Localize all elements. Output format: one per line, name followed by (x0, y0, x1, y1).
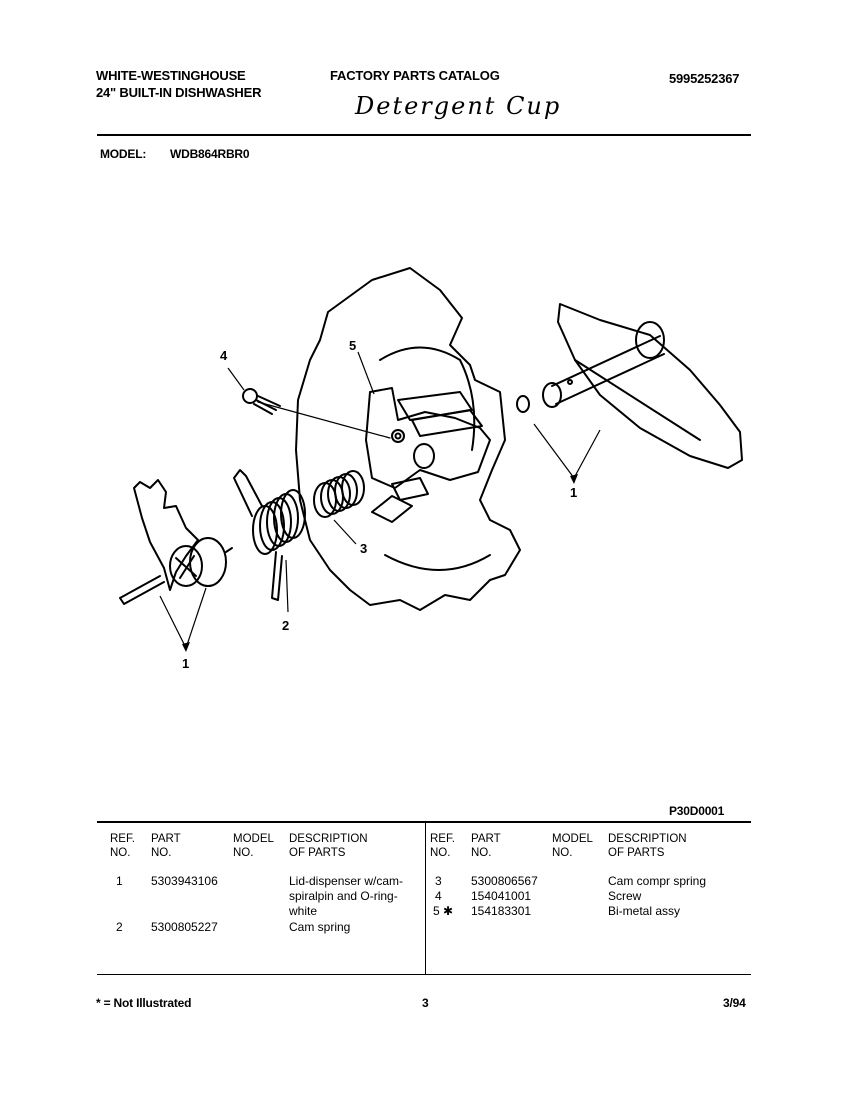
handwritten-title: Detergent Cup (355, 92, 562, 120)
table-row-ref: 1 (116, 874, 123, 888)
table-row-desc: Lid-dispenser w/cam- spiralpin and O-rin… (289, 874, 404, 918)
exploded-parts-diagram: 4 5 1 3 2 1 (119, 267, 743, 671)
brand-name: WHITE-WESTINGHOUSE (96, 68, 246, 83)
header-rule (97, 134, 751, 136)
table-row-ref: 4 (435, 889, 442, 903)
bimetal-assembly (365, 387, 491, 489)
callout-3: 3 (360, 541, 367, 556)
table-bottom-rule (97, 974, 751, 975)
callout-5: 5 (349, 338, 356, 353)
ref-header-left: REF.NO. (110, 833, 135, 859)
table-row-desc: Bi-metal assy (608, 904, 681, 918)
cam-compr-spring (313, 470, 365, 518)
table-row-ref: 5 ✱ (433, 904, 454, 918)
callout-2: 2 (282, 618, 289, 633)
ref-header-right: REF.NO. (430, 833, 455, 859)
table-row-part: 5300805227 (151, 920, 218, 934)
not-illustrated-legend: * = Not Illustrated (96, 996, 192, 1010)
product-name: 24" BUILT-IN DISHWASHER (96, 85, 262, 100)
catalog-title: FACTORY PARTS CATALOG (330, 68, 500, 83)
dispenser-housing (295, 267, 521, 611)
callout-1-right: 1 (570, 485, 577, 500)
figure-code: P30D0001 (669, 804, 725, 818)
model-label: MODEL: (100, 147, 147, 161)
table-row-desc: Cam compr spring (608, 874, 707, 888)
table-row-part: 5300806567 (471, 874, 538, 888)
callout-4: 4 (220, 348, 228, 363)
cam-spring (233, 469, 306, 601)
table-row-desc: Screw (608, 889, 642, 903)
revision-date: 3/94 (723, 996, 746, 1010)
page-number: 3 (422, 996, 429, 1010)
table-row-part: 154041001 (471, 889, 532, 903)
catalog-number: 5995252367 (669, 71, 740, 86)
table-row-part: 154183301 (471, 904, 532, 918)
table-row-ref: 3 (435, 874, 442, 888)
table-row-ref: 2 (116, 920, 123, 934)
table-row-part: 5303943106 (151, 874, 218, 888)
callout-1-left: 1 (182, 656, 189, 671)
dispenser-lid (557, 303, 743, 469)
table-divider (425, 823, 426, 975)
table-top-rule (97, 821, 751, 823)
model-value: WDB864RBR0 (170, 147, 250, 161)
table-row-desc: Cam spring (289, 920, 351, 934)
cam (119, 479, 233, 605)
